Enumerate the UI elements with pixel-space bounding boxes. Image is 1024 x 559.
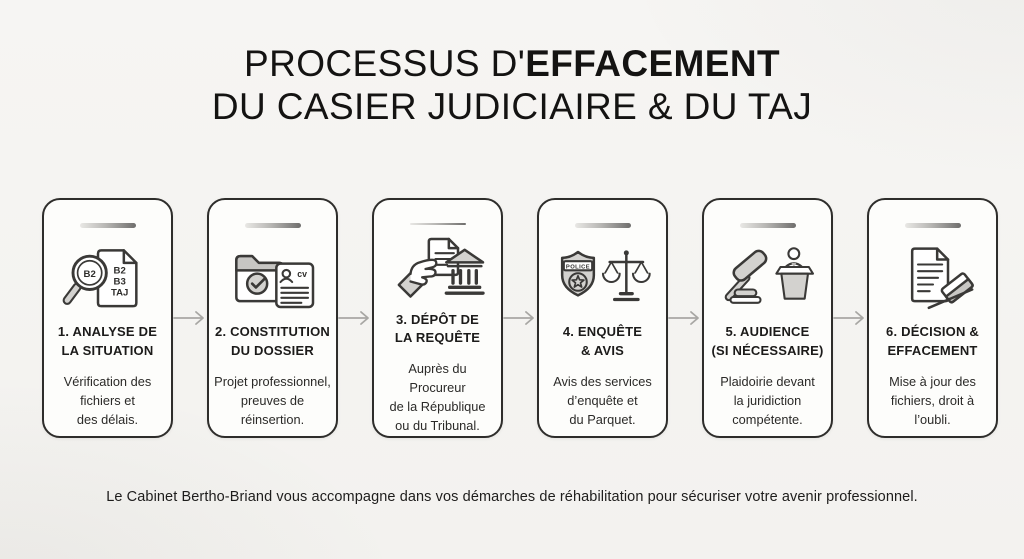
step-title: 2. CONSTITUTION DU DOSSIER: [215, 324, 330, 358]
step-description: Avis des services d’enquête et du Parque…: [553, 373, 652, 427]
step-title: 5. AUDIENCE (SI NÉCESSAIRE): [711, 324, 824, 358]
step-title: 1. ANALYSE DE LA SITUATION: [57, 324, 158, 358]
flow-arrow-icon: [503, 311, 534, 325]
title-line1-regular: PROCESSUS D': [244, 43, 526, 84]
flow-arrow-icon: [668, 311, 699, 325]
step-title: 4. ENQUÊTE & AVIS: [562, 324, 643, 358]
flow-arrow-icon: [173, 311, 204, 325]
title-line1-bold: EFFACEMENT: [525, 43, 780, 84]
flow-arrow-icon: [833, 311, 864, 325]
police-badge-scales-icon: POLICE: [560, 249, 651, 301]
card-accent-bar: [79, 223, 136, 228]
step-description: Projet professionnel, preuves de réinser…: [214, 373, 331, 427]
doc-label-b3: B3: [113, 276, 125, 287]
card-accent-bar: [904, 223, 961, 228]
title-line2: DU CASIER JUDICIAIRE & DU TAJ: [211, 86, 813, 128]
card-accent-bar: [244, 223, 301, 228]
step-card-4: POLICE 4. ENQUÊTE & AVIS Avis des servic…: [537, 198, 668, 438]
step-title: 6. DÉCISION & EFFACEMENT: [886, 324, 979, 358]
cv-label: cv: [297, 269, 307, 279]
step-card-1: B2 B3 TAJ B2 1. ANALYSE DE LA SITUATION …: [42, 198, 173, 438]
gavel-podium-icon: [724, 246, 814, 304]
step-card-6: 6. DÉCISION & EFFACEMENT Mise à jour des…: [867, 198, 998, 438]
police-badge-label: POLICE: [565, 264, 589, 270]
step-description: Vérification des fichiers et des délais.: [63, 373, 152, 427]
doc-label-b2: B2: [113, 265, 125, 276]
step-title: 3. DÉPÔT DE LA REQUÊTE: [394, 311, 481, 346]
step-card-3: 3. DÉPÔT DE LA REQUÊTE Auprès du Procure…: [372, 198, 503, 438]
step-description: Mise à jour des fichiers, droit à l’oubl…: [889, 373, 976, 427]
doc-label-taj: TAJ: [110, 287, 127, 298]
hand-document-courthouse-icon: [397, 237, 485, 298]
card-accent-bar: [739, 223, 796, 228]
step-card-5: 5. AUDIENCE (SI NÉCESSAIRE) Plaidoirie d…: [702, 198, 833, 438]
step-description: Auprès du Procureur de la République ou …: [389, 361, 486, 434]
magnifier-b2-document-icon: B2 B3 TAJ B2: [62, 248, 138, 307]
card-accent-bar: [574, 223, 631, 228]
lens-label-b2: B2: [83, 269, 95, 280]
flow-arrow-icon: [338, 311, 369, 325]
step-card-2: cv 2. CONSTITUTION DU DOSSIER Projet pro…: [207, 198, 338, 438]
process-flow: B2 B3 TAJ B2 1. ANALYSE DE LA SITUATION …: [42, 198, 998, 438]
document-eraser-icon: [910, 246, 974, 309]
folder-check-cv-icon: cv: [234, 254, 314, 308]
card-accent-bar: [409, 223, 466, 225]
footer-tagline: Le Cabinet Bertho-Briand vous accompagne…: [106, 489, 918, 505]
step-description: Plaidoirie devant la juridiction compéte…: [720, 373, 815, 427]
